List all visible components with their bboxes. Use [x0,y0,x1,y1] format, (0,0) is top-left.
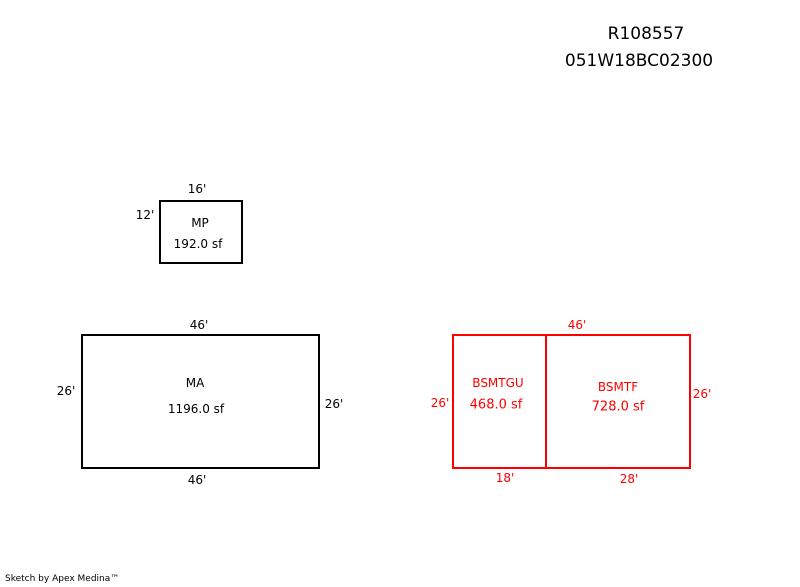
bsmtf-label: BSMTF [597,380,639,394]
ma-right-dimension: 26' [324,397,344,411]
basement-divider [545,334,547,469]
ma-area-outline [81,334,320,469]
ma-label: MA [185,376,205,390]
account-number: R108557 [607,24,685,44]
map-tax-lot: 051W18BC02300 [564,51,714,71]
bsmtf-area: 728.0 sf [591,399,645,415]
bsmtgu-label: BSMTGU [472,376,524,390]
basement-outline [452,334,691,469]
mp-area-outline [159,200,243,264]
ma-left-dimension: 26' [56,384,76,398]
bsmtgu-area: 468.0 sf [469,397,523,413]
ma-top-dimension: 46' [189,318,209,332]
mp-left-dimension: 12' [135,208,155,222]
bsmtgu-bottom-dimension: 18' [495,471,515,485]
ma-area: 1196.0 sf [167,402,225,416]
bsmtf-bottom-dimension: 28' [619,472,639,486]
ma-bottom-dimension: 46' [187,473,207,487]
bsmtf-right-dimension: 26' [692,387,712,401]
footer-credit: Sketch by Apex Medina™ [5,574,120,584]
bsmtgu-left-dimension: 26' [430,396,450,410]
basement-top-dimension: 46' [567,318,587,332]
mp-top-dimension: 16' [187,182,207,196]
mp-label: MP [191,216,209,230]
mp-area: 192.0 sf [173,237,223,251]
